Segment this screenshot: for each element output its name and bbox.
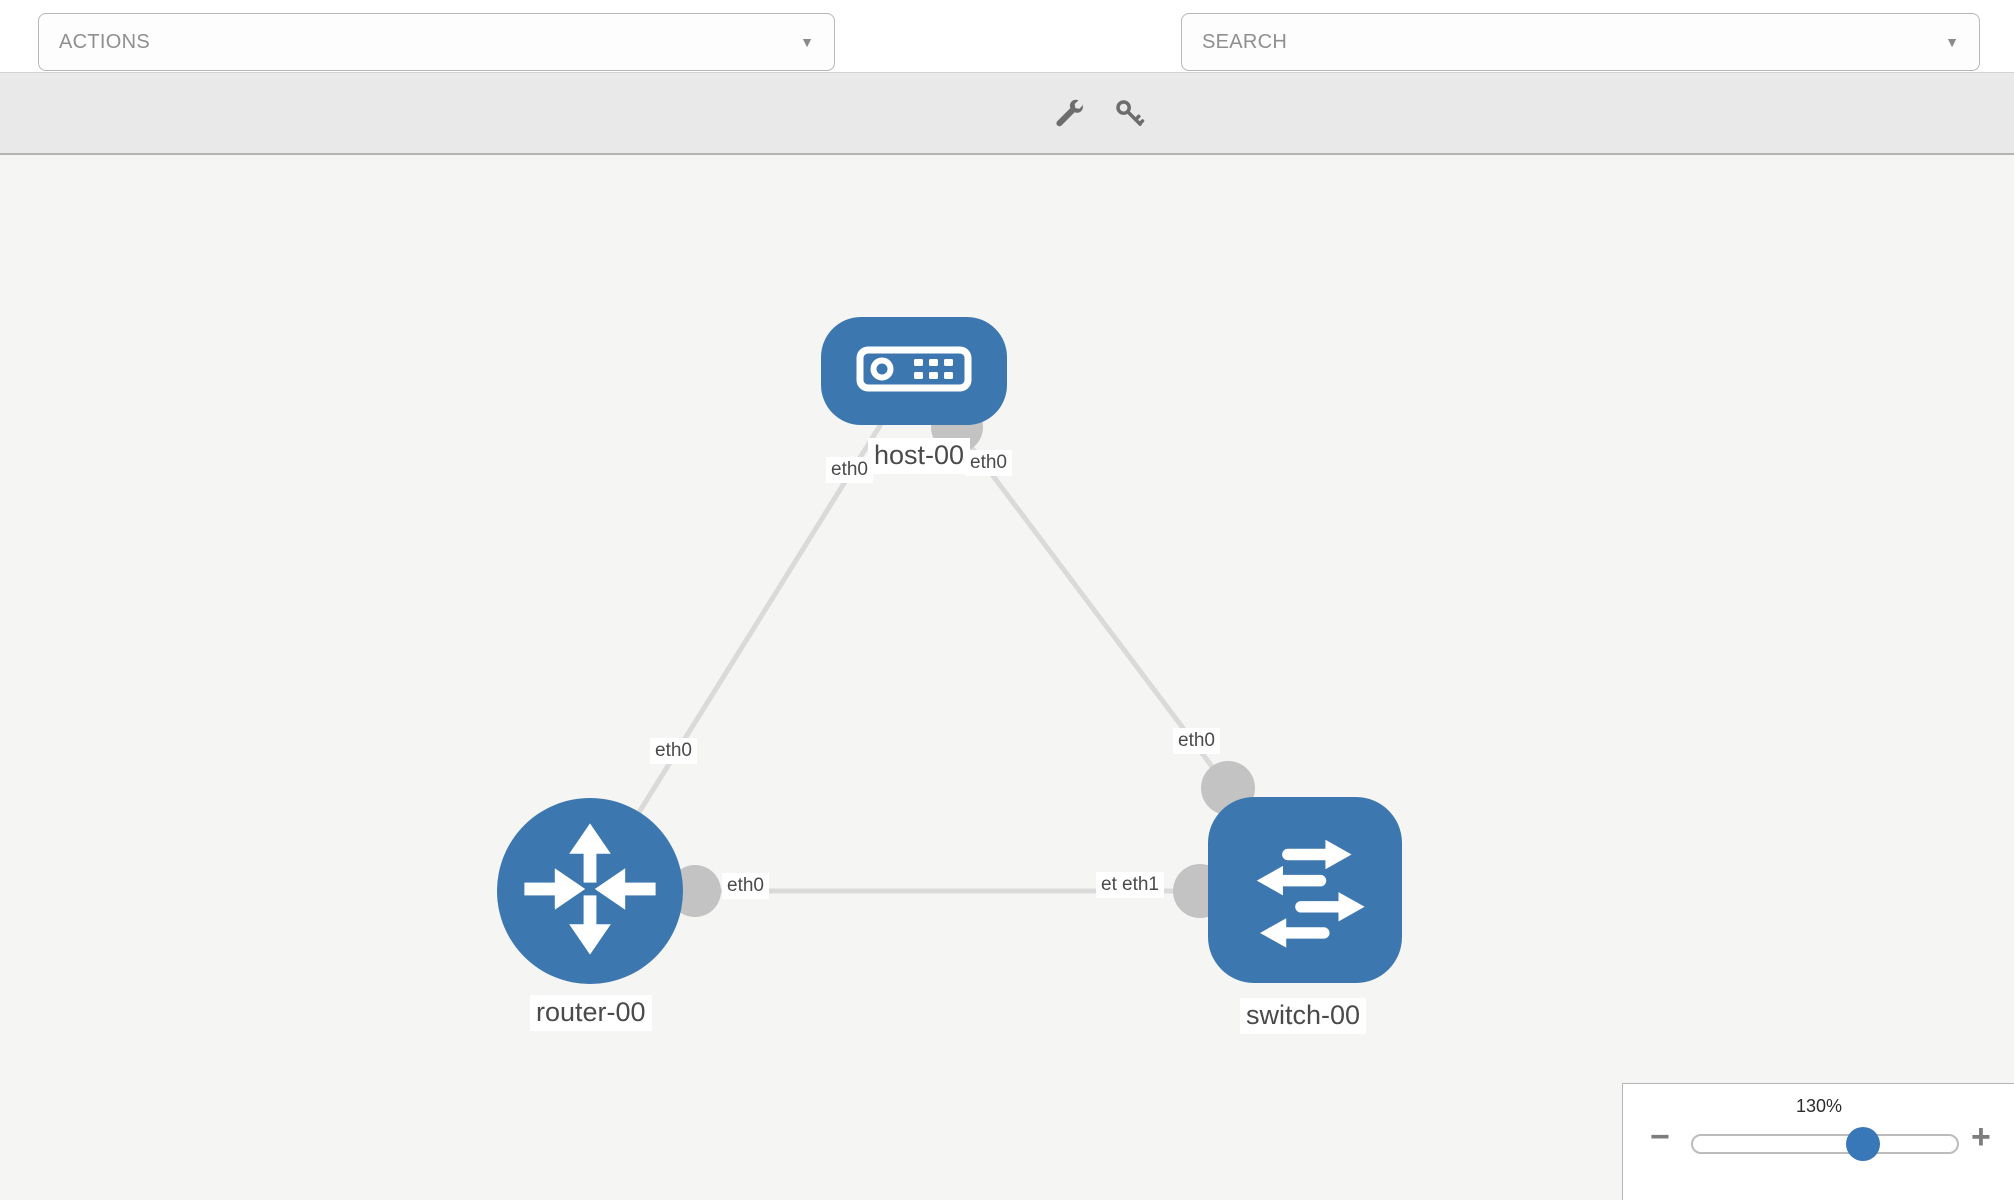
- host-icon: [856, 346, 972, 397]
- chevron-down-icon: ▼: [1945, 34, 1959, 50]
- chevron-down-icon: ▼: [800, 34, 814, 50]
- actions-dropdown-label: ACTIONS: [59, 30, 150, 53]
- interface-label: eth0: [965, 450, 1012, 476]
- search-dropdown[interactable]: SEARCH ▼: [1181, 13, 1980, 71]
- node-switch-00[interactable]: [1208, 797, 1402, 983]
- node-label-switch-00: switch-00: [1240, 998, 1367, 1034]
- topology-canvas[interactable]: host-00 router-00 switch-00 eth0 eth0 et…: [0, 155, 2014, 1200]
- interface-label: eth0: [650, 738, 697, 764]
- switch-icon: [1225, 812, 1385, 969]
- interface-label: eth0: [1173, 728, 1220, 754]
- key-icon: [1114, 98, 1146, 135]
- interface-label: eth0: [722, 873, 769, 899]
- node-host-00[interactable]: [821, 317, 1007, 425]
- interface-label: eth1: [1117, 872, 1164, 898]
- interface-label: eth0: [826, 457, 873, 483]
- zoom-level-text: 130%: [1795, 1096, 1843, 1116]
- zoom-out-button[interactable]: −: [1650, 1118, 1670, 1156]
- topology-links: [587, 369, 1307, 918]
- zoom-slider-track[interactable]: [1691, 1134, 1959, 1154]
- router-icon: [510, 809, 670, 974]
- zoom-control-panel: 130% − +: [1622, 1083, 2014, 1200]
- zoom-in-button[interactable]: +: [1971, 1118, 1991, 1156]
- zoom-slider-knob[interactable]: [1846, 1127, 1880, 1161]
- configure-button[interactable]: [1048, 96, 1092, 136]
- wrench-icon: [1054, 98, 1086, 135]
- search-dropdown-label: SEARCH: [1202, 30, 1288, 53]
- actions-dropdown[interactable]: ACTIONS ▼: [38, 13, 835, 71]
- node-router-00[interactable]: [497, 798, 683, 984]
- node-label-host-00: host-00: [868, 438, 971, 474]
- credentials-button[interactable]: [1108, 96, 1152, 136]
- node-label-router-00: router-00: [530, 995, 652, 1031]
- toolbar: [0, 72, 2014, 155]
